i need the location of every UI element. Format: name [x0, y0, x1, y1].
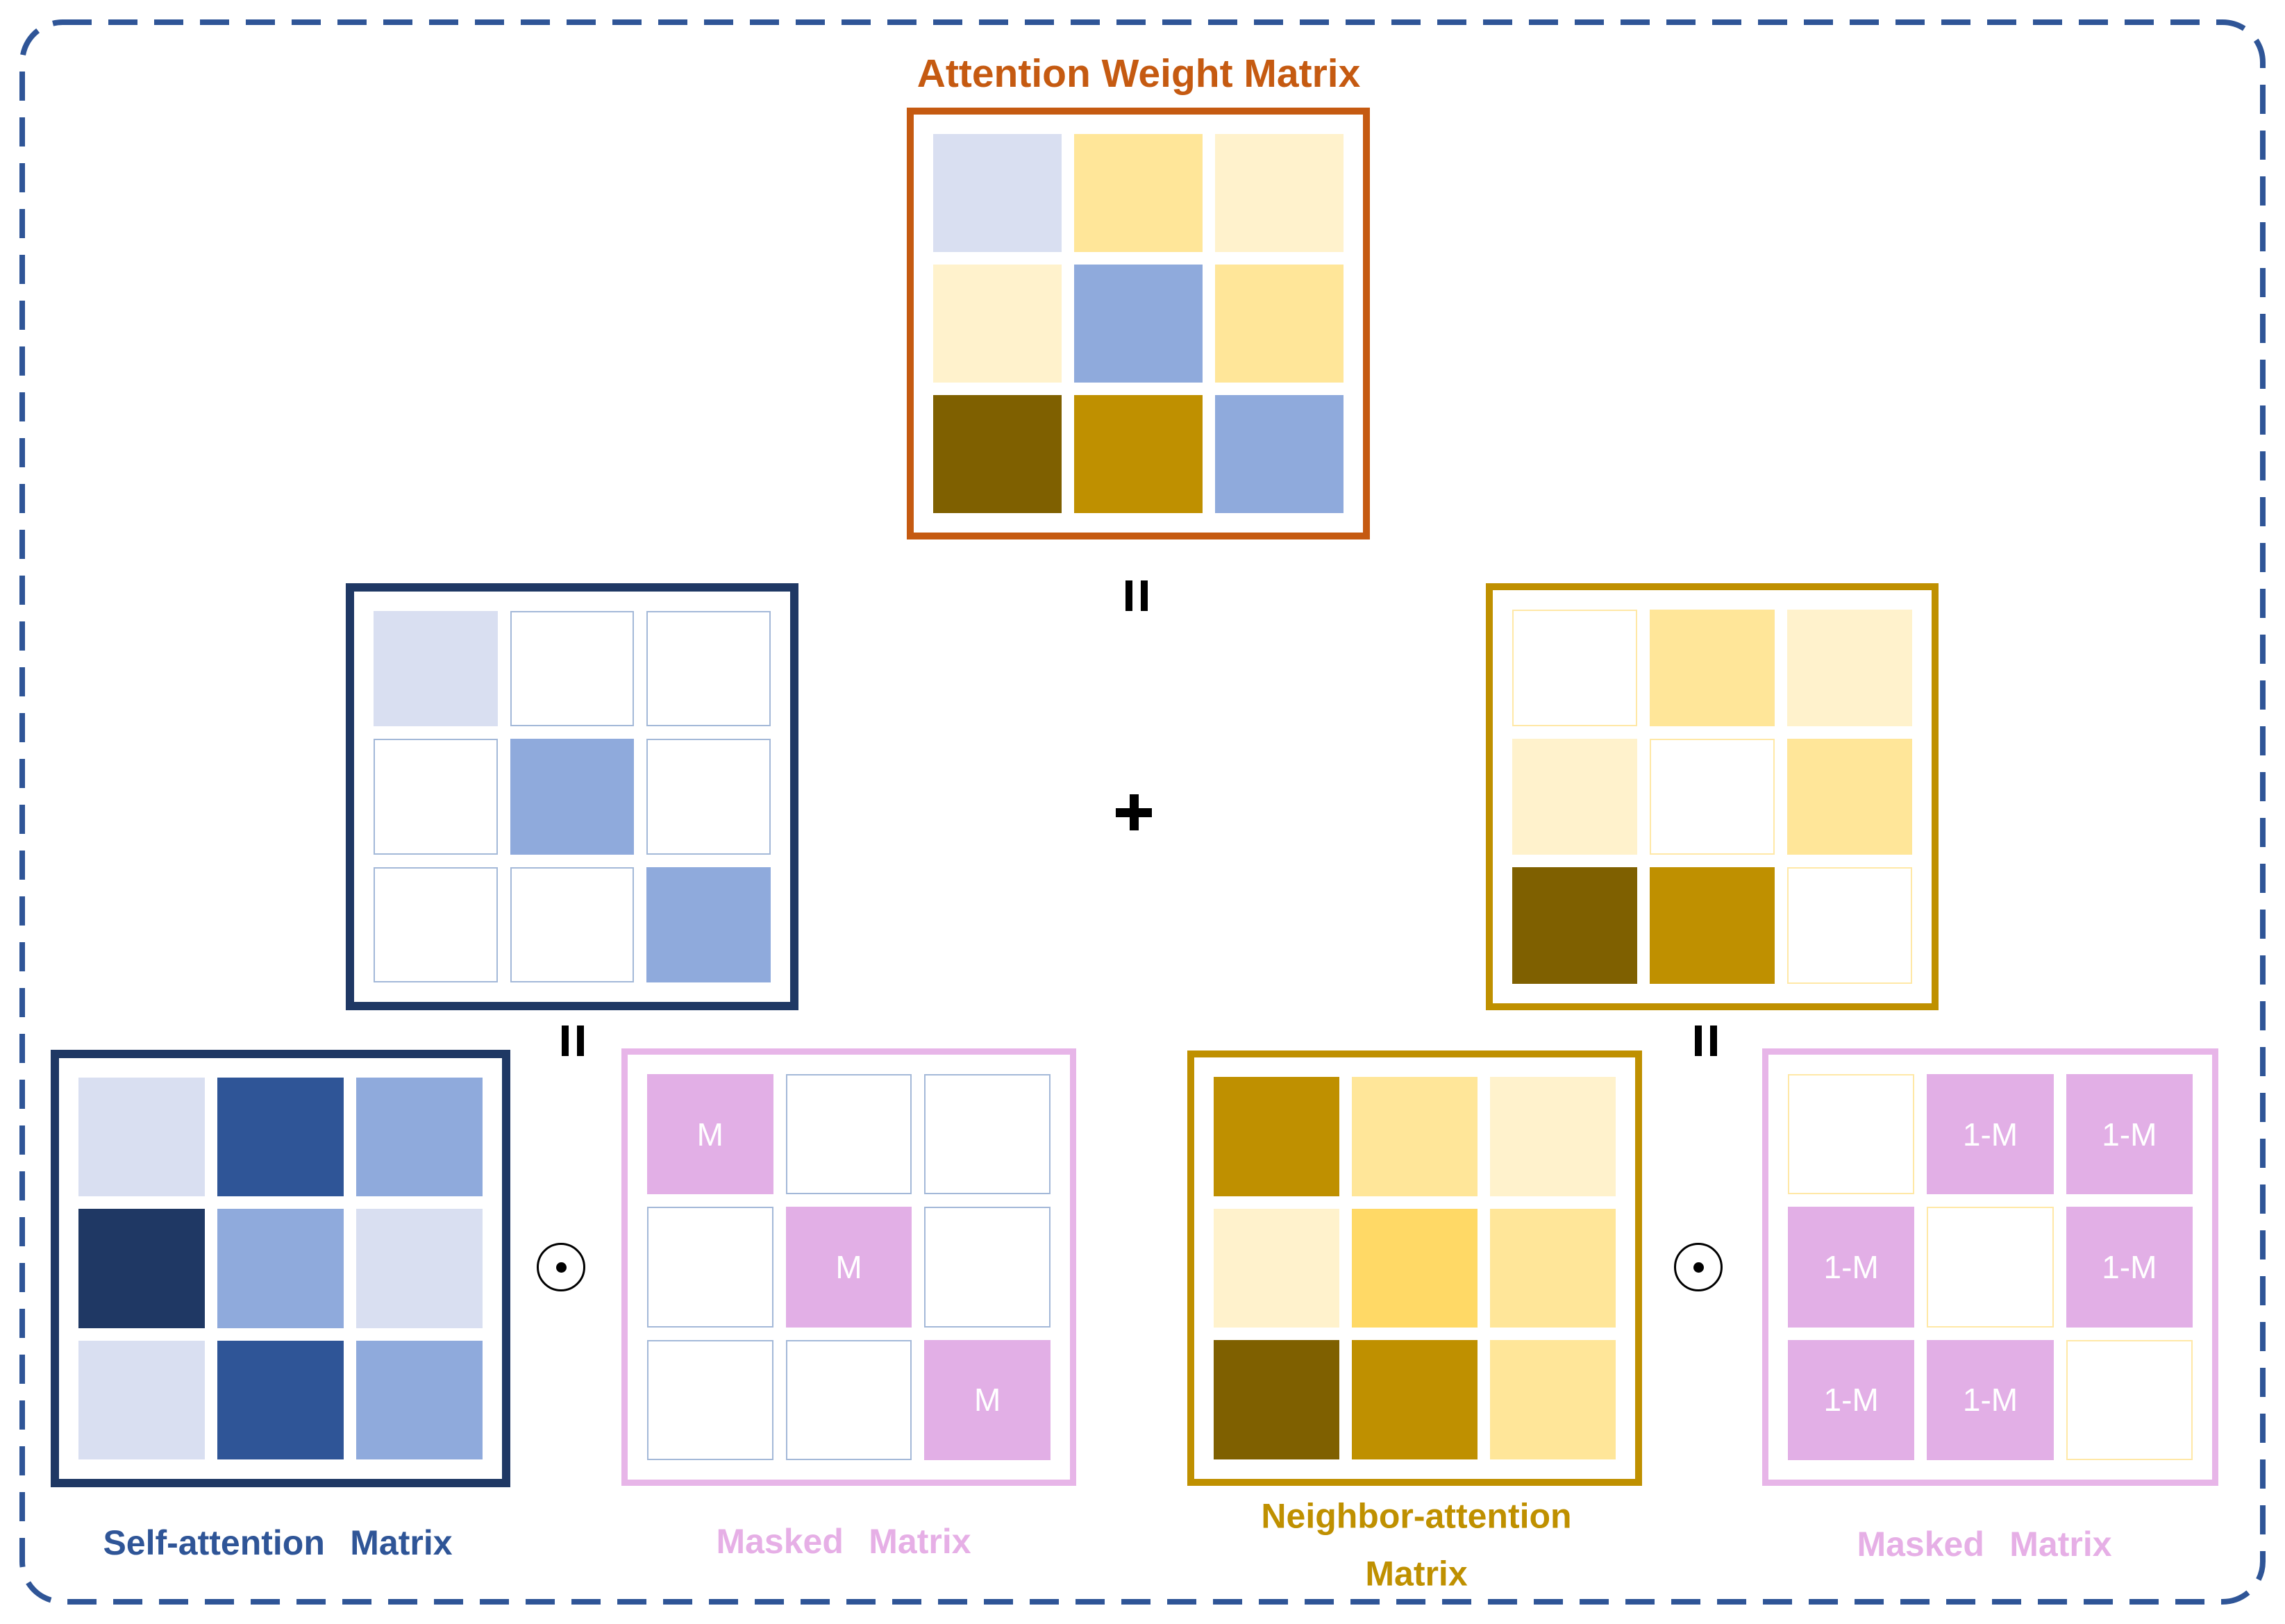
matrix-cell: [647, 1339, 773, 1460]
cell-mask-text: 1-M: [1823, 1382, 1879, 1418]
matrix-cell: [1512, 867, 1637, 984]
equals-operator-top: [1125, 580, 1148, 611]
matrix-masked-m: M M M: [621, 1048, 1076, 1486]
matrix-cell: [78, 1078, 205, 1197]
matrix-cell: [374, 867, 498, 982]
matrix-cell: [924, 1207, 1051, 1328]
matrix-cell: [785, 1339, 912, 1460]
title-attention-weight-matrix: Attention Weight Matrix: [917, 41, 1361, 106]
equals-operator-left: [562, 1026, 584, 1056]
matrix-cell: 1-M: [2066, 1207, 2193, 1328]
matrix-cell: [1215, 265, 1344, 383]
matrix-cell: [1787, 610, 1912, 726]
odot-operator-left: [537, 1243, 585, 1291]
matrix-cell: [510, 867, 635, 982]
matrix-cell: [1787, 738, 1912, 855]
label-masked-matrix-right: Masked Matrix: [1857, 1516, 2111, 1573]
cell-mask-text: 1-M: [1823, 1248, 1879, 1285]
matrix-cell: [1074, 395, 1203, 513]
matrix-cell: [1215, 395, 1344, 513]
label-masked-matrix-left: Masked Matrix: [716, 1513, 971, 1571]
matrix-cell: [924, 1074, 1051, 1195]
label-self-attention-matrix: Self-attention Matrix: [103, 1514, 452, 1572]
matrix-cell: [646, 611, 771, 727]
equals-operator-right: [1695, 1026, 1717, 1056]
matrix-cell: [1787, 867, 1912, 984]
matrix-masked-1m: 1-M 1-M 1-M 1-M 1-M 1-M: [1762, 1048, 2218, 1486]
matrix-attention-weight: [907, 108, 1370, 539]
cell-mask-text: M: [696, 1116, 723, 1153]
matrix-neighbor-attention: [1187, 1050, 1642, 1486]
matrix-cell: 1-M: [1788, 1339, 1915, 1460]
label-text: Self-attention Matrix: [103, 1523, 453, 1562]
label-neighbor-attention-matrix: Neighbor-attention Matrix: [1173, 1488, 1659, 1602]
matrix-cell: [1214, 1077, 1339, 1196]
matrix-cell: [1650, 867, 1775, 984]
matrix-cell: [785, 1074, 912, 1195]
matrix-cell: [1490, 1208, 1616, 1328]
title-text: Attention Weight Matrix: [916, 51, 1361, 96]
matrix-cell: [217, 1078, 344, 1197]
label-line-2: Matrix: [1365, 1554, 1468, 1593]
matrix-cell: [78, 1340, 205, 1459]
matrix-cell: [1788, 1074, 1915, 1195]
matrix-cell: [1215, 134, 1344, 252]
cell-mask-text: 1-M: [2102, 1248, 2157, 1285]
matrix-cell: [647, 1207, 773, 1328]
matrix-cell: [1352, 1340, 1478, 1459]
matrix-cell: 1-M: [1927, 1074, 2054, 1195]
matrix-cell: [1512, 738, 1637, 855]
matrix-self-attention: [51, 1050, 510, 1487]
label-line-1: Neighbor-attention: [1261, 1496, 1572, 1536]
matrix-cell: [1352, 1208, 1478, 1328]
matrix-cell: [1512, 610, 1637, 726]
cell-mask-text: M: [835, 1248, 862, 1285]
matrix-cell: M: [785, 1207, 912, 1328]
matrix-cell: [374, 611, 498, 727]
matrix-cell: M: [924, 1339, 1051, 1460]
matrix-cell: [2066, 1339, 2193, 1460]
cell-mask-text: 1-M: [1962, 1116, 2018, 1153]
cell-mask-text: M: [974, 1382, 1001, 1418]
label-text: Masked Matrix: [1857, 1524, 2112, 1564]
matrix-cell: [510, 611, 635, 727]
matrix-cell: [1074, 134, 1203, 252]
matrix-cell: [1352, 1077, 1478, 1196]
matrix-neighbor-offdiagonal: [1486, 583, 1939, 1010]
matrix-cell: [217, 1209, 344, 1328]
matrix-cell: [356, 1078, 483, 1197]
matrix-cell: 1-M: [1788, 1207, 1915, 1328]
matrix-cell: [646, 867, 771, 982]
cell-mask-text: 1-M: [1962, 1382, 2018, 1418]
plus-operator: [1116, 794, 1152, 830]
matrix-cell: [374, 739, 498, 855]
matrix-cell: [933, 395, 1062, 513]
odot-center-dot: [1693, 1262, 1704, 1273]
cell-mask-text: 1-M: [2102, 1116, 2157, 1153]
matrix-cell: [217, 1340, 344, 1459]
matrix-cell: [1214, 1208, 1339, 1328]
matrix-cell: 1-M: [2066, 1074, 2193, 1195]
matrix-cell: [1490, 1077, 1616, 1196]
matrix-cell: [933, 265, 1062, 383]
matrix-cell: M: [647, 1074, 773, 1195]
matrix-cell: [1214, 1340, 1339, 1459]
label-text: Masked Matrix: [716, 1521, 971, 1561]
matrix-cell: [646, 739, 771, 855]
matrix-self-diagonal: [346, 583, 798, 1010]
matrix-cell: [510, 739, 635, 855]
matrix-cell: [1650, 738, 1775, 855]
matrix-cell: [1650, 610, 1775, 726]
matrix-cell: 1-M: [1927, 1339, 2054, 1460]
matrix-cell: [356, 1340, 483, 1459]
matrix-cell: [1927, 1207, 2054, 1328]
matrix-cell: [933, 134, 1062, 252]
matrix-cell: [78, 1209, 205, 1328]
odot-operator-right: [1674, 1243, 1723, 1291]
odot-center-dot: [555, 1262, 567, 1273]
matrix-cell: [1490, 1340, 1616, 1459]
matrix-cell: [1074, 265, 1203, 383]
matrix-cell: [356, 1209, 483, 1328]
